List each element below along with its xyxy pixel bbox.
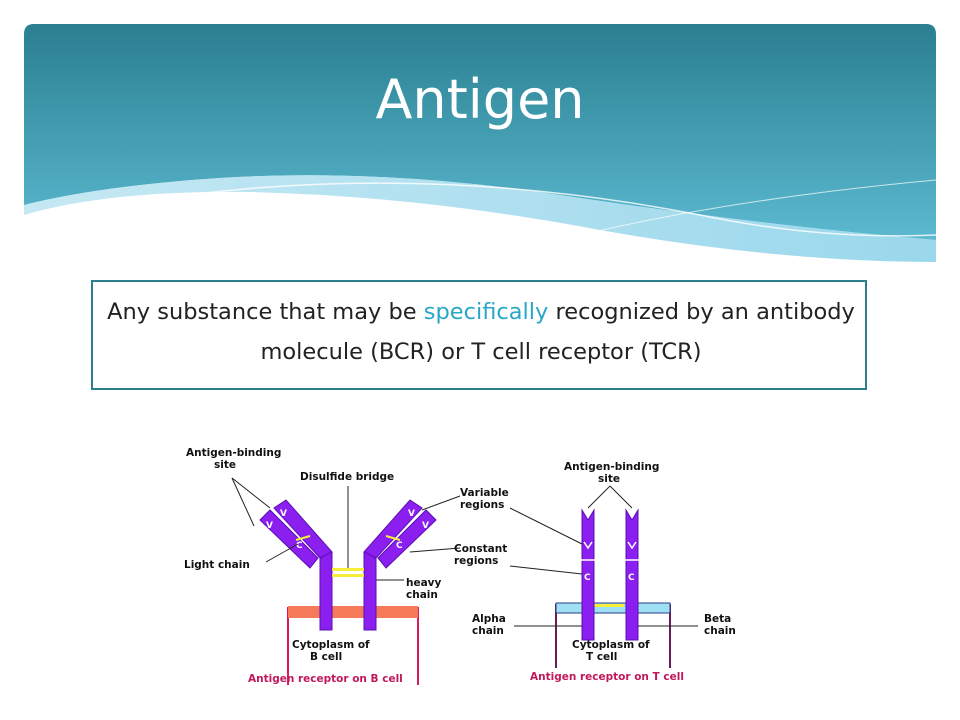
tcr-diagram: C C Antigen-binding site Alpha chain Bet… [472,461,736,683]
bcr-right-light-arm [377,509,437,569]
tcr-beta-chain-label-2: chain [704,625,736,637]
bcr-heavy-chain-label-2: chain [406,589,438,601]
bcr-c-mark-2: C [396,541,403,551]
tcr-alpha-chain-label-2: chain [472,625,504,637]
tcr-cytoplasm-label-2: T cell [586,651,617,663]
bcr-antigen-binding-label: Antigen-binding [186,447,281,459]
tcr-membrane [555,602,671,614]
tcr-beta-v [627,541,637,550]
header-wave-line-2 [559,179,937,241]
bcr-v-mark-4: V [422,521,429,531]
bcr-membrane [288,606,418,618]
bcr-light-chain-label: Light chain [184,559,250,571]
definition-text-before: Any substance that may be [107,299,424,325]
bcr-disulfide-label: Disulfide bridge [300,471,394,483]
header-wave [24,175,936,262]
tcr-c-mark-beta: C [628,573,635,583]
bcr-antigen-binding-label-2: site [214,459,236,471]
bcr-constant-label: Constant [454,543,507,555]
tcr-leader-constant [509,565,583,575]
bcr-constant-label-2: regions [454,555,498,567]
tcr-caption: Antigen receptor on T cell [530,671,684,683]
tcr-leader-binding-2 [609,485,633,509]
definition-text: Any substance that may be specifically r… [93,292,869,372]
header-wave-line [149,182,937,237]
bcr-leader-variable [421,495,461,511]
tcr-antigen-binding-label: Antigen-binding [564,461,659,473]
bcr-v-mark-2: V [266,521,273,531]
bcr-leader-light [265,543,299,563]
receptor-diagram: V V V V C C Antigen-binding site Disulfi… [184,447,736,685]
tcr-antigen-binding-label-2: site [598,473,620,485]
bcr-disulfide-bridge-2 [332,574,364,577]
definition-highlight: specifically [423,299,549,325]
bcr-arm-disulfide-right [385,535,401,541]
bcr-leader-binding-1 [231,477,271,509]
bcr-v-mark-1: V [280,509,287,519]
bcr-leader-binding-2 [231,477,255,527]
tcr-beta-chain-label: Beta [704,613,731,625]
bcr-leader-constant [409,547,461,553]
bcr-v-mark-3: V [408,509,415,519]
bcr-heavy-chain-right [363,551,377,631]
header-banner [24,24,937,262]
bcr-variable-label-2: regions [460,499,504,511]
tcr-c-mark-alpha: C [584,573,591,583]
tcr-alpha-v [583,541,593,550]
bcr-cytoplasm-label: Cytoplasm of [292,639,370,651]
header-background [24,24,936,240]
bcr-right-heavy-arm [363,499,423,559]
tcr-membrane-yellow [584,604,624,607]
definition-text-after: recognized by an antibody molecule (BCR)… [260,299,855,365]
bcr-heavy-chain-label: heavy [406,577,442,589]
tcr-cytoplasm-label: Cytoplasm of [572,639,650,651]
tcr-leader-binding-1 [587,485,611,509]
bcr-caption: Antigen receptor on B cell [248,673,403,685]
slide-title: Antigen [375,68,585,131]
bcr-variable-label: Variable [460,487,509,499]
bcr-disulfide-bridge [332,568,364,571]
tcr-alpha-chain-label: Alpha [472,613,506,625]
bcr-c-mark-1: C [296,541,303,551]
bcr-diagram: V V V V C C Antigen-binding site Disulfi… [184,447,509,685]
tcr-leader-variable [509,507,583,545]
bcr-left-heavy-arm [273,499,333,559]
bcr-heavy-chain-left [319,551,333,631]
bcr-left-light-arm [259,509,319,569]
definition-box: Any substance that may be specifically r… [91,280,867,390]
bcr-cytoplasm-label-2: B cell [310,651,342,663]
bcr-arm-disulfide-left [295,535,311,541]
